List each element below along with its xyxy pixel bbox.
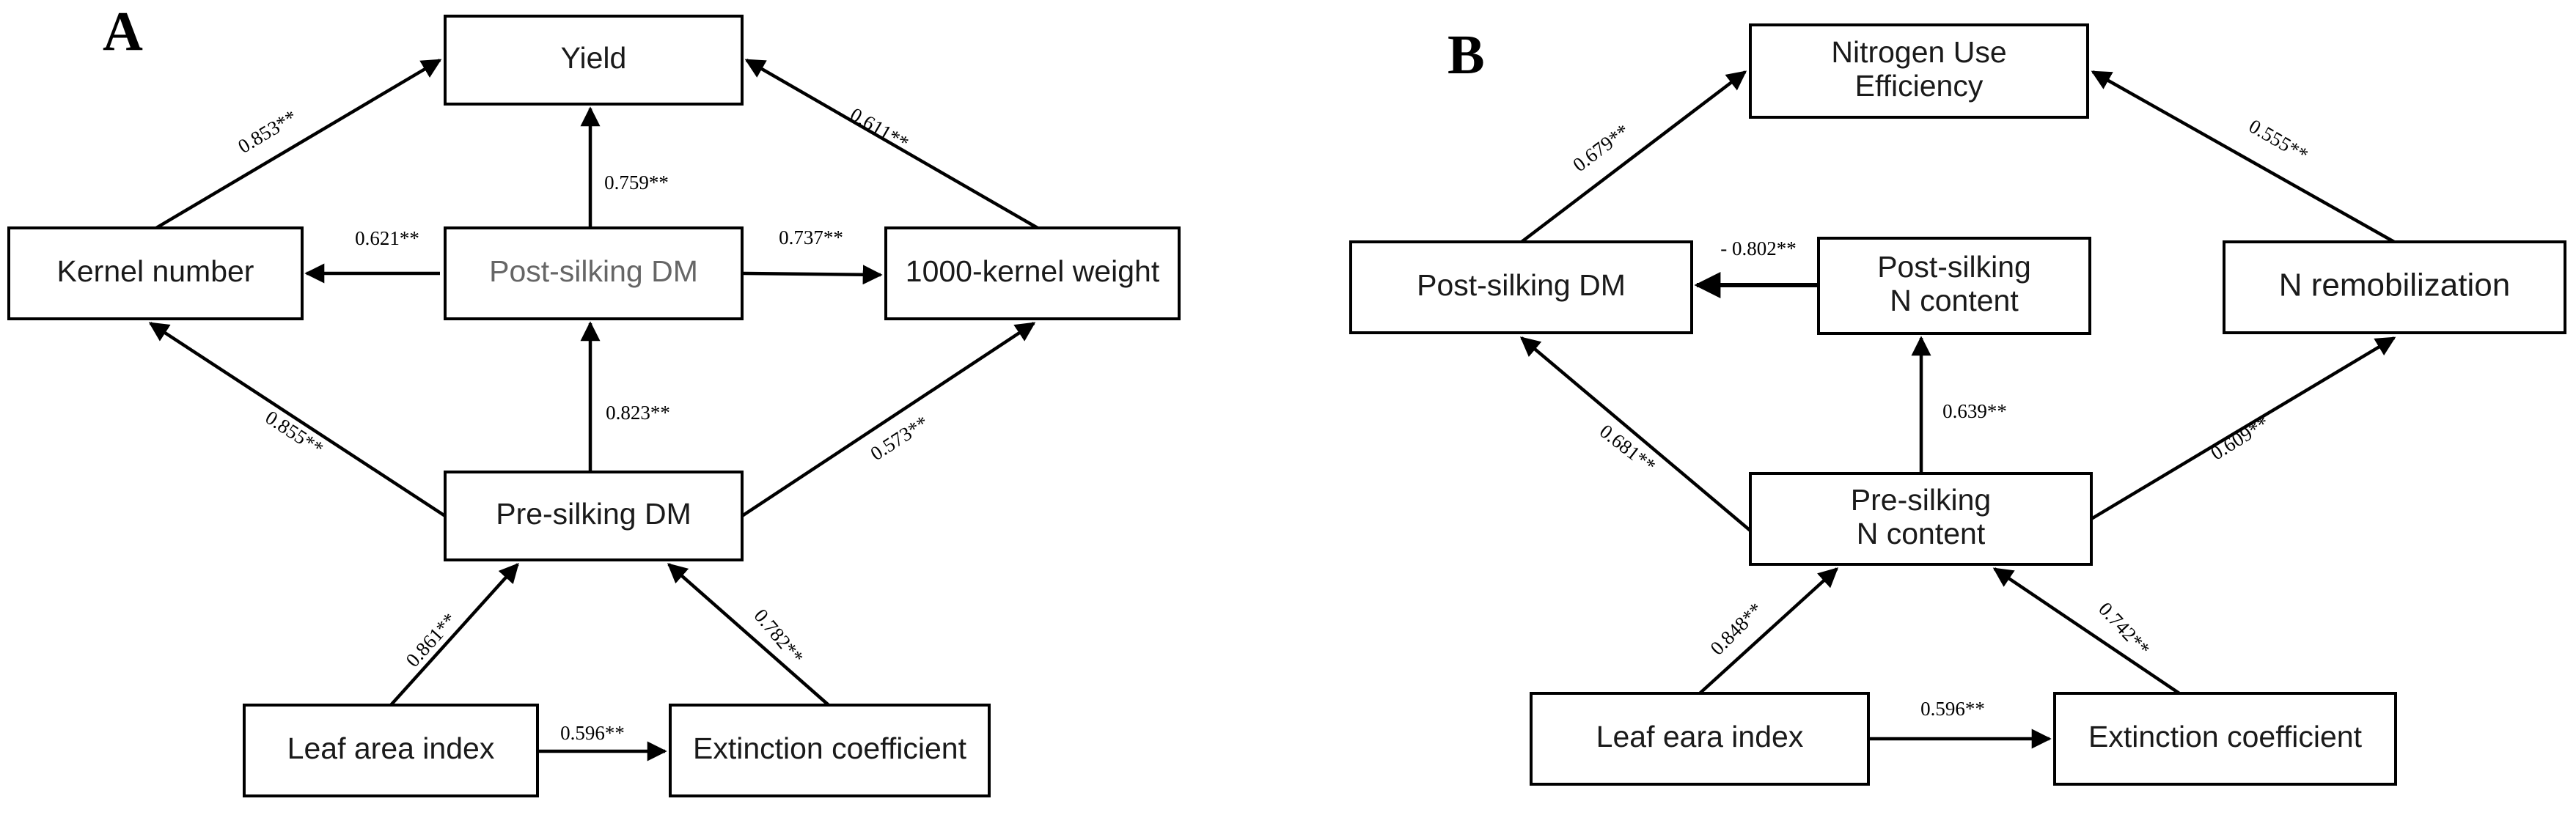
node-label: Leaf area index	[287, 731, 495, 765]
node-box	[1817, 237, 2091, 335]
panel-a-node-kernel-number: Kernel number	[7, 226, 304, 320]
coefficient-labels-layer: 0.853**0.759**0.611**0.621**0.737**0.855…	[234, 103, 2312, 744]
node-box	[444, 471, 744, 561]
panel-a-node-kernel-weight: 1000-kernel weight	[884, 226, 1181, 320]
panel-a-node-leaf-area-index: Leaf area index	[243, 704, 539, 797]
node-label: Efficiency	[1855, 69, 1984, 103]
node-box	[243, 704, 539, 797]
panel-a-edge-post-to-weight	[741, 265, 883, 285]
panel-b-edge-pre-n-to-post-dm	[1519, 336, 1752, 532]
panel-a-coef-post-to-weight: 0.737**	[779, 226, 843, 248]
node-box	[669, 704, 991, 797]
panel-b-coef-post-dm-to-nue: 0.679**	[1568, 119, 1633, 176]
panel-a-node-post-silking-dm: Post-silking DM	[444, 226, 744, 320]
panel-b-coef-pre-n-to-remob: 0.609**	[2206, 412, 2272, 465]
panel-a-edge-kn-to-yield	[155, 59, 442, 229]
node-label: Post-silking DM	[1417, 268, 1626, 302]
panel-a-edge-lai-to-pre	[389, 562, 519, 707]
panel-b-coef-lai-to-ext: 0.596**	[1920, 698, 1985, 720]
panel-b-letter: B	[1447, 24, 1485, 86]
node-label: Pre-silking DM	[496, 497, 691, 531]
panel-b-edge-pre-n-to-remob	[2090, 336, 2396, 520]
panel-b-edge-post-dm-to-nue	[1520, 70, 1747, 243]
node-box	[1749, 472, 2093, 566]
panel-b-node-post-silking-dm: Post-silking DM	[1349, 240, 1693, 334]
panel-a-coef-pre-to-post: 0.823**	[606, 402, 670, 424]
node-box	[1530, 692, 1870, 786]
panel-b-coef-remob-to-nue: 0.555**	[2245, 115, 2312, 166]
node-box	[2053, 692, 2397, 786]
node-box	[444, 226, 744, 320]
node-box	[7, 226, 304, 320]
panel-a-node-pre-silking-dm: Pre-silking DM	[444, 471, 744, 561]
panel-a-coef-post-to-kn: 0.621**	[355, 227, 419, 249]
panel-a-letter: A	[103, 1, 143, 62]
edges-layer	[148, 59, 2396, 761]
node-label: Extinction coefficient	[2088, 720, 2363, 753]
panel-a-edge-pre-to-weight	[741, 322, 1036, 517]
node-label: Nitrogen Use	[1831, 35, 2006, 69]
node-label: Extinction coefficient	[693, 731, 967, 765]
node-box	[2223, 240, 2566, 334]
node-label: Post-silking	[1877, 250, 2031, 284]
node-box	[444, 15, 744, 106]
panel-a-coef-post-to-yield: 0.759**	[604, 172, 669, 193]
node-box	[884, 226, 1181, 320]
node-label: N content	[1890, 284, 2019, 317]
node-label: Kernel number	[57, 254, 254, 288]
node-box	[1349, 240, 1693, 334]
panel-b-edge-ext-to-pre-n	[1992, 567, 2181, 695]
node-label: Pre-silking	[1851, 483, 1991, 517]
panel-a-node-yield: Yield	[444, 15, 744, 106]
node-box	[1749, 23, 2089, 119]
node-label: Post-silking DM	[489, 254, 698, 288]
panel-b-edge-remob-to-nue	[2091, 70, 2396, 243]
panel-a-edge-ext-to-pre	[667, 563, 830, 707]
node-label: N remobilization	[2279, 268, 2510, 303]
panel-a-coef-ext-to-pre: 0.782**	[749, 605, 807, 668]
panel-b-node-n-remobilization: N remobilization	[2223, 240, 2566, 334]
panel-b-node-leaf-area-index: Leaf eara index	[1530, 692, 1870, 786]
panel-a-edge-pre-to-kn	[148, 322, 447, 517]
node-label: N content	[1857, 517, 1986, 550]
node-label: 1000-kernel weight	[906, 254, 1160, 288]
panel-a-node-extinction-coefficient: Extinction coefficient	[669, 704, 991, 797]
panel-b-coef-lai-to-pre-n: 0.848**	[1706, 598, 1766, 659]
panel-b-coef-post-n-to-post-dm: - 0.802**	[1720, 237, 1797, 259]
panel-a-coef-lai-to-ext: 0.596**	[560, 722, 625, 744]
panel-b-coef-pre-n-to-post-n: 0.639**	[1942, 400, 2007, 422]
panel-a-edge-weight-to-yield	[744, 59, 1039, 229]
panel-b-node-extinction-coefficient: Extinction coefficient	[2053, 692, 2397, 786]
panel-a-coef-pre-to-weight: 0.573**	[867, 411, 933, 465]
node-label: Leaf eara index	[1596, 720, 1804, 753]
panel-b-edge-lai-to-pre-n	[1698, 567, 1838, 695]
panel-b-coef-ext-to-pre-n: 0.742**	[2094, 598, 2154, 660]
panel-a-coef-weight-to-yield: 0.611**	[846, 103, 912, 154]
node-label: Yield	[561, 41, 627, 75]
